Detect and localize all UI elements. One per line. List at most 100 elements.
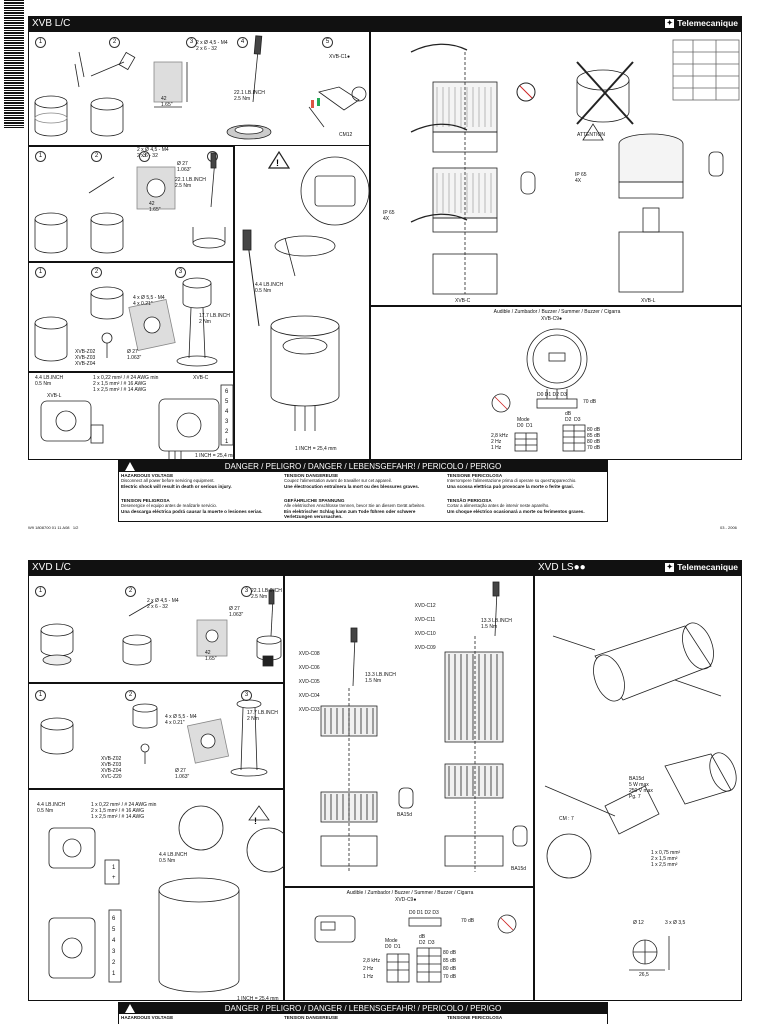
step-3: 3 — [175, 267, 186, 278]
bottom-middle-panel: XVD-C08 XVD-C06 XVD-C05 XVD-C04 XVD-C03 … — [284, 575, 534, 887]
top-panel-1-drawing — [34, 35, 367, 140]
top-p3-dia: Ø 27 1.063" — [127, 349, 142, 361]
codes-right: XVD-C12 XVD-C11 XVD-C10 XVD-C09 — [409, 596, 436, 659]
cell-heading: GEFÄHRLICHE SPANNUNG — [284, 498, 345, 503]
bottom-ls-panel: BA15d 5 W max 250 V max Pg. 7 CM : 7 1 x… — [534, 575, 742, 1001]
svg-text:1: 1 — [112, 971, 116, 977]
bottom-p2-screw: 4 x Ø 5,5 - M4 4 x 0.21" — [165, 714, 197, 726]
top-buzzer-title: Audible / Zumbador / Buzzer / Summer / B… — [493, 309, 621, 315]
step-3: 3 — [139, 151, 150, 162]
top-buzzer-db-3: 80 dB — [587, 439, 601, 445]
top-buzzer-drawing — [491, 328, 588, 452]
bottom-buzzer-db-2: 85 dB — [443, 958, 457, 964]
svg-text:!: ! — [254, 816, 257, 826]
bottom-buzzer-drawing — [314, 914, 517, 983]
bottom-buzzer-db-3: 80 dB — [443, 966, 457, 972]
bottom-brand-text: Telemecanique — [677, 562, 738, 572]
top-attention: ATTENTION — [577, 132, 605, 138]
code-item: XVD-C10 — [414, 631, 436, 637]
cell-warning: Une électrocution entraînera la mort ou … — [284, 483, 420, 489]
top-p4-torque: 4.4 LB.INCH 0.5 Nm — [35, 375, 64, 387]
bottom-buzzer-dip: D0 D1 D2 D3 — [409, 910, 439, 916]
ls-wire: 1 x 0,75 mm² 2 x 1,5 mm² 1 x 2,5 mm² — [651, 850, 681, 868]
step-1: 1 — [35, 690, 46, 701]
bottom-danger-box: DANGER / PELIGRO / DANGER / LEBENSGEFAHR… — [118, 1002, 608, 1024]
cell-line: Disconnect all power before servicing eq… — [121, 478, 215, 484]
bottom-cell-3: TENSIONE PERICOLOSA — [445, 1014, 607, 1021]
bottom-p1-dim: 42 1.65" — [205, 650, 217, 662]
bottom-buzzer-db-1: 80 dB — [443, 950, 457, 956]
cell-line: Interrompere l'alimentazione prima di op… — [447, 478, 577, 484]
svg-text:6: 6 — [225, 389, 229, 395]
svg-text:6: 6 — [112, 916, 116, 922]
step-3: 3 — [241, 690, 252, 701]
bottom-panel-1: 1 2 3 2 x Ø 4,5 - M4 2 x 6 - 32 Ø 27 1.0… — [28, 575, 284, 683]
bottom-buzzer-db: 70 dB — [461, 918, 475, 924]
svg-text:4: 4 — [112, 938, 116, 944]
cell-heading: HAZARDOUS VOLTAGE — [121, 473, 174, 478]
top-brand-text: Telemecanique — [677, 18, 738, 28]
ls-dim-2: 3 x Ø 3,5 — [665, 920, 686, 926]
top-p4-wire: 1 x 0,22 mm² / # 24 AWG min 2 x 1,5 mm² … — [93, 375, 159, 393]
code-item: XVD-C09 — [414, 645, 436, 651]
top-label-l: XVB-L — [641, 298, 656, 304]
svg-text:3: 3 — [112, 949, 116, 955]
ls-dim-1: Ø 12 — [633, 920, 644, 926]
step-2: 2 — [91, 267, 102, 278]
bottom-p3-inch: 1 INCH = 25,4 mm — [237, 996, 279, 1002]
step-2: 2 — [109, 37, 120, 48]
top-buzzer-panel: Audible / Zumbador / Buzzer / Summer / B… — [370, 306, 742, 460]
svg-text:!: ! — [276, 158, 279, 168]
top-brand: ✦Telemecanique — [665, 16, 738, 31]
ls-dim-3: 26,5 — [639, 972, 649, 978]
top-right-drawing — [410, 39, 740, 295]
step-2: 2 — [125, 586, 136, 597]
bottom-cell-1: HAZARDOUS VOLTAGE — [119, 1014, 282, 1021]
top-buzzer-db-2: 85 dB — [587, 433, 601, 439]
code-item: XVD-C06 — [298, 665, 320, 671]
svg-text:1: 1 — [112, 865, 116, 871]
bottom-panel-2-drawing — [40, 699, 268, 777]
bottom-p2-torque: 17.7 LB.INCH 2 Nm — [247, 710, 278, 722]
svg-text:5: 5 — [225, 399, 229, 405]
cell-heading: TENSIONE PERICOLOSA — [447, 473, 503, 478]
bottom-p1-screw: 2 x Ø 4,5 - M4 2 x 6 - 32 — [147, 598, 179, 610]
top-p1-code: XVB-C1● — [329, 54, 351, 60]
bottom-torque-left: 13.3 LB.INCH 1.5 Nm — [365, 672, 396, 684]
top-p3-codes: XVB-Z02 XVB-Z03 XVB-Z04 — [75, 349, 96, 367]
top-panel-3: 1 2 3 4 x Ø 5,5 - M4 4 x 0.21" Ø 27 1.06… — [28, 262, 234, 372]
svg-text:3: 3 — [225, 419, 229, 425]
bottom-danger-bar: DANGER / PELIGRO / DANGER / LEBENSGEFAHR… — [119, 1003, 607, 1014]
top-p2-torque: 22.1 LB.INCH 2.5 Nm — [175, 177, 206, 189]
top-p1-torque: 22.1 LB.INCH 2.5 Nm — [234, 90, 265, 102]
bottom-buzzer-row-1: 2,8 kHz — [363, 958, 380, 964]
top-buzzer-db-1: 80 dB — [587, 427, 601, 433]
top-p4-code-c: XVB-C — [193, 375, 209, 381]
top-panel-3-drawing — [34, 277, 218, 367]
bottom-p3-torque-c: 4.4 LB.INCH 0.5 Nm — [159, 852, 188, 864]
top-danger-text: DANGER / PELIGRO / DANGER / LEBENSGEFAHR… — [224, 462, 502, 471]
top-footer-right: 03 - 2006 — [720, 525, 737, 530]
step-5: 5 — [322, 37, 333, 48]
top-buzzer-mode: Mode D0 D1 — [517, 417, 533, 429]
top-p1-screw: 2 x Ø 4,5 - M4 2 x 6 - 32 — [196, 40, 228, 52]
top-buzzer-dbhdr: dB D2 D3 — [565, 411, 581, 423]
cell-warning: Um choque eléctrico ocasionará a morte o… — [447, 508, 585, 514]
bottom-buzzer-row-3: 1 Hz — [363, 974, 374, 980]
code-item: XVD-C04 — [298, 693, 320, 699]
cell-line: Cortar a alimentação antes de intervir n… — [447, 503, 550, 509]
top-danger-bar: DANGER / PELIGRO / DANGER / LEBENSGEFAHR… — [119, 461, 607, 472]
top-p4-code-l: XVB-L — [47, 393, 62, 399]
svg-text:+: + — [112, 875, 116, 881]
bottom-cell-2: TENSION DANGEREUSE — [282, 1014, 445, 1021]
cell-line: Alle elektrischen Anschlüsse trennen, be… — [284, 503, 426, 509]
top-center-inch: 1 INCH = 25,4 mm — [295, 446, 337, 452]
top-title: XVB L/C — [32, 18, 71, 29]
top-center-panel: ! 4.4 LB.INCH 0.5 Nm 1 INCH = 25,4 mm — [234, 146, 370, 460]
cell-warning: Electric shock will result in death or s… — [121, 483, 232, 489]
